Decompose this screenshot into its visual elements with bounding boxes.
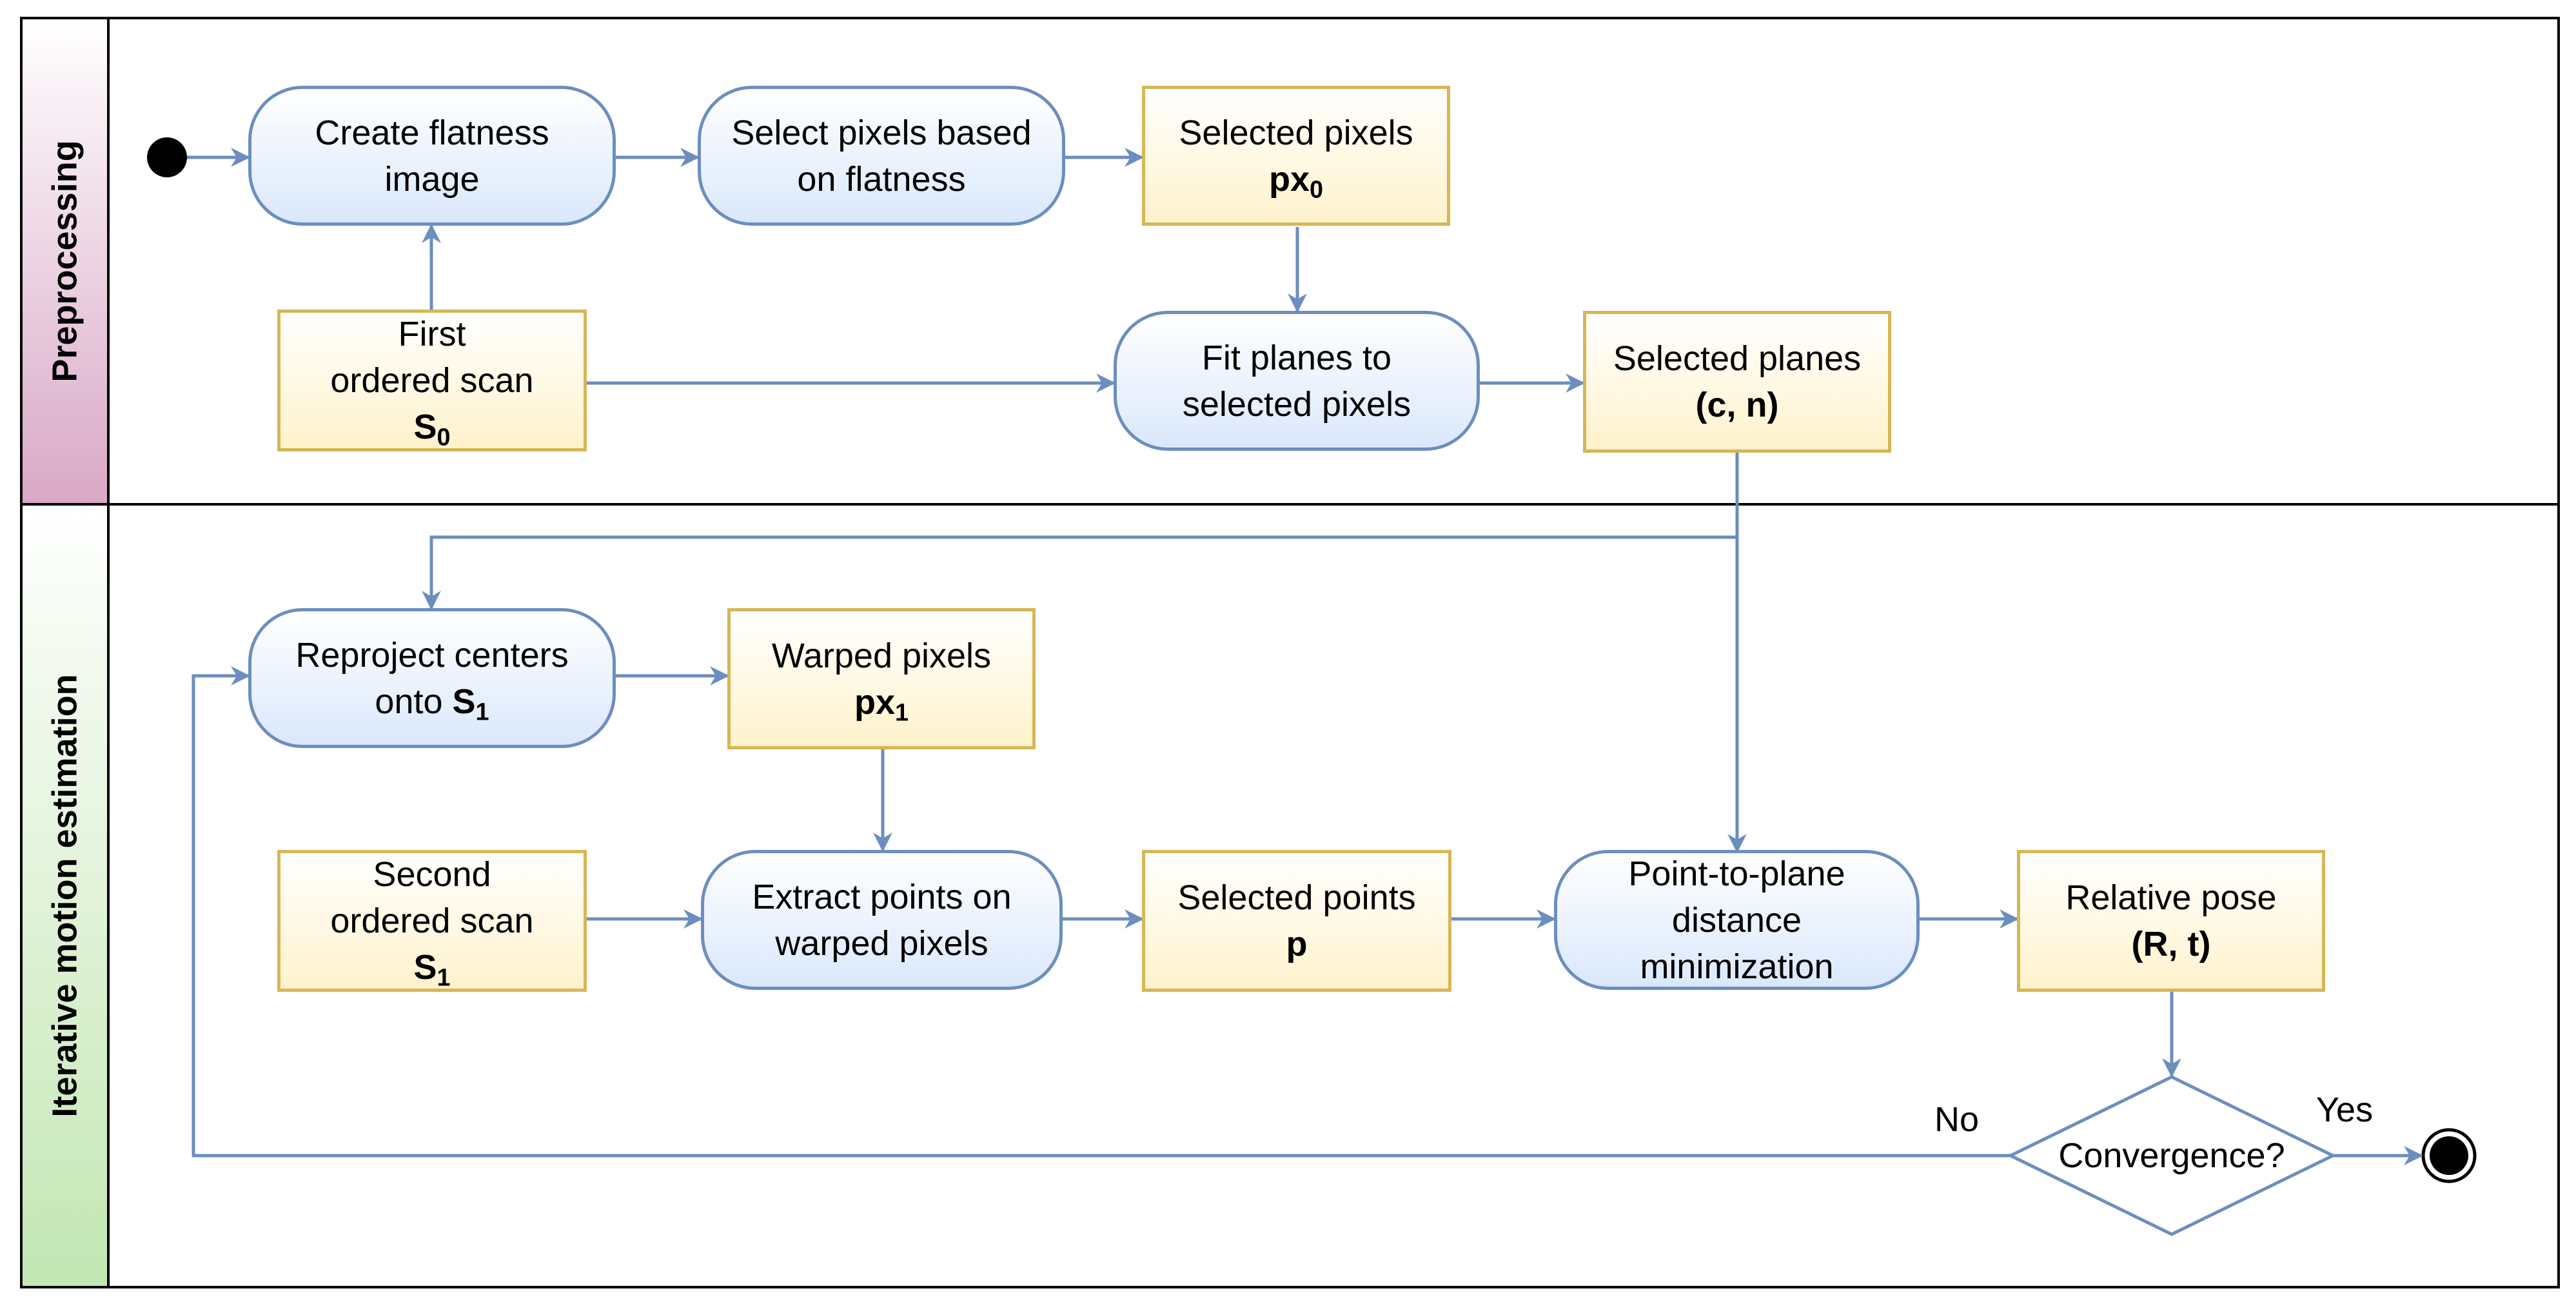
relative-pose-object: Relative pose (R, t) [2017, 850, 2325, 992]
lane-iterative-motion-estimation [20, 503, 2560, 1288]
selected-planes-object: Selected planes (c, n) [1583, 311, 1891, 453]
first-ordered-scan-object: First ordered scan S0 [277, 310, 587, 451]
convergence-decision [2007, 1075, 2337, 1236]
edge-decision-no [192, 666, 2011, 1158]
convergence-label: Convergence? [2058, 1136, 2285, 1175]
fit-planes-action: Fit planes to selected pixels [1114, 311, 1480, 451]
initial-node [147, 137, 187, 177]
warped-pixels-object: Warped pixels px1 [727, 608, 1036, 749]
select-pixels-action: Select pixels based on flatness [698, 86, 1065, 226]
extract-points-action: Extract points on warped pixels [701, 850, 1063, 990]
selected-pixels-object: Selected pixels px0 [1142, 86, 1450, 226]
final-node [2421, 1128, 2477, 1183]
lane-label-preprocessing: Preprocessing [45, 140, 84, 382]
edge-label-no: No [1934, 1100, 1980, 1139]
lane-label-iterative: Iterative motion estimation [45, 674, 84, 1118]
edges [187, 148, 2423, 1165]
edge-planes-to-reproject [422, 453, 1739, 610]
second-ordered-scan-object: Second ordered scan S1 [277, 850, 587, 992]
selected-points-object: Selected points p [1142, 850, 1451, 992]
edge-label-yes: Yes [2316, 1090, 2374, 1129]
point-to-plane-minimization-action: Point-to-plane distance minimization [1554, 850, 1920, 990]
reproject-centers-action: Reproject centers onto S1 [248, 608, 616, 748]
create-flatness-image-action: Create flatness image [248, 86, 616, 226]
